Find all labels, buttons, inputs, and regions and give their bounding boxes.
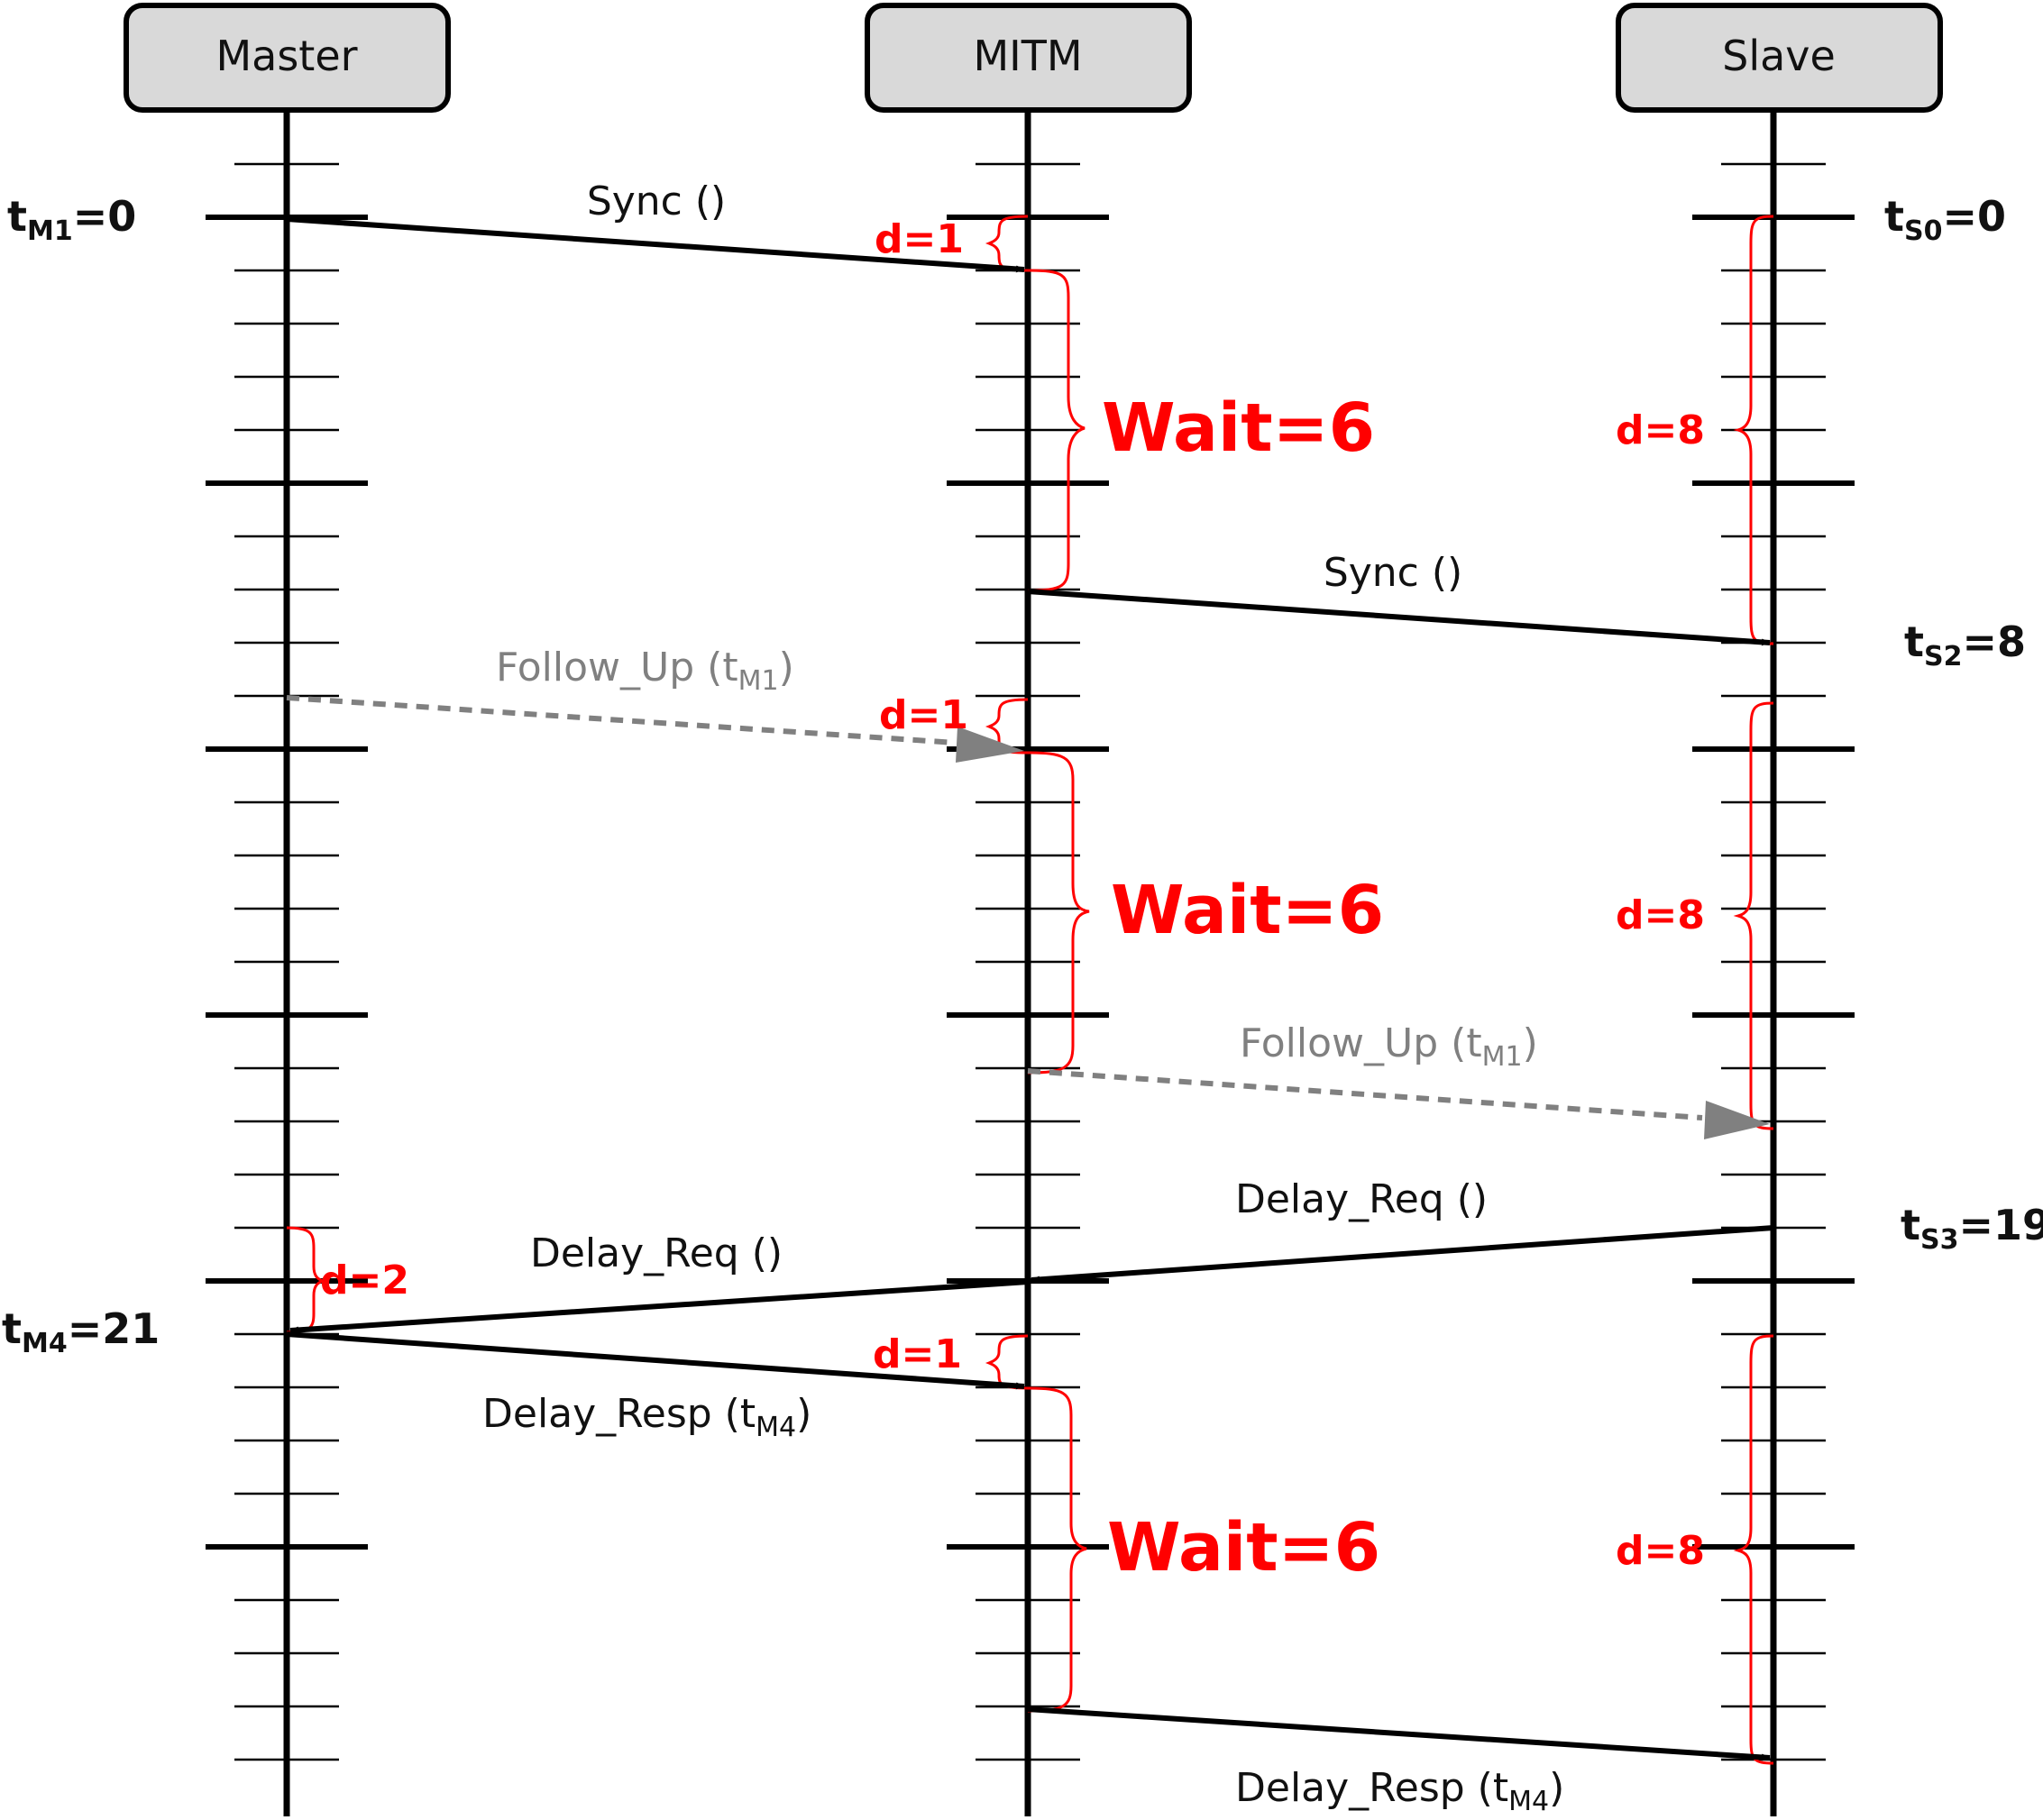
label-delayreq-1: Delay_Req ()	[1235, 1176, 1488, 1222]
brace-d1-3	[985, 1334, 1029, 1390]
arrow-followup-2	[1027, 1068, 1703, 1120]
label-d1-2: d=1	[879, 692, 968, 738]
brace-d2	[286, 1226, 327, 1334]
timestamp-tS3: tS3=19	[1901, 1201, 2043, 1256]
timestamp-tS0: tS0=0	[1884, 192, 2006, 247]
participant-label: Slave	[1722, 32, 1836, 80]
label-delayresp-2: Delay_Resp (tM4)	[1235, 1765, 1564, 1817]
arrow-delayresp-1	[286, 1331, 1025, 1390]
brace-wait-1	[1027, 269, 1086, 592]
brace-wait-3	[1027, 1386, 1087, 1713]
timestamp-tM1: tM1=0	[7, 192, 136, 247]
arrow-delayreq-2	[289, 1279, 1029, 1334]
brace-slave-3	[1733, 1334, 1774, 1765]
participant-master: Master	[124, 3, 451, 113]
participant-mitm: MITM	[865, 3, 1192, 113]
timestamp-tS2: tS2=8	[1904, 617, 2026, 672]
brace-wait-2	[1027, 751, 1090, 1075]
arrow-delayreq-1	[1031, 1225, 1774, 1284]
arrowhead-followup-2	[1704, 1101, 1770, 1139]
label-sync-2: Sync ()	[1324, 550, 1462, 596]
label-wait-3: Wait=6	[1107, 1509, 1380, 1587]
label-followup-1: Follow_Up (tM1)	[496, 645, 794, 697]
label-d1-3: d=1	[873, 1331, 962, 1377]
brace-slave-1	[1733, 215, 1774, 645]
participant-label: MITM	[973, 32, 1082, 80]
label-sync-1: Sync ()	[587, 178, 726, 224]
label-d2: d=2	[320, 1258, 409, 1303]
arrow-delayresp-2	[1027, 1706, 1771, 1761]
brace-d1-1	[985, 215, 1029, 272]
label-delayreq-2: Delay_Req ()	[530, 1230, 783, 1276]
label-d8-1: d=8	[1616, 407, 1705, 453]
participant-label: Master	[215, 32, 357, 80]
label-wait-2: Wait=6	[1111, 872, 1384, 949]
arrow-followup-1	[286, 695, 957, 745]
label-delayresp-1: Delay_Resp (tM4)	[482, 1391, 811, 1443]
participant-slave: Slave	[1616, 3, 1943, 113]
label-wait-1: Wait=6	[1102, 389, 1375, 467]
timestamp-tM4: tM4=21	[2, 1304, 160, 1359]
arrow-sync-1	[286, 216, 1025, 273]
brace-slave-2	[1733, 701, 1774, 1130]
label-d1-1: d=1	[875, 216, 964, 262]
arrowhead-followup-1	[956, 727, 1024, 763]
label-followup-2: Follow_Up (tM1)	[1240, 1020, 1538, 1073]
arrow-sync-2	[1027, 589, 1771, 646]
label-d8-3: d=8	[1616, 1528, 1705, 1574]
label-d8-2: d=8	[1616, 892, 1705, 938]
